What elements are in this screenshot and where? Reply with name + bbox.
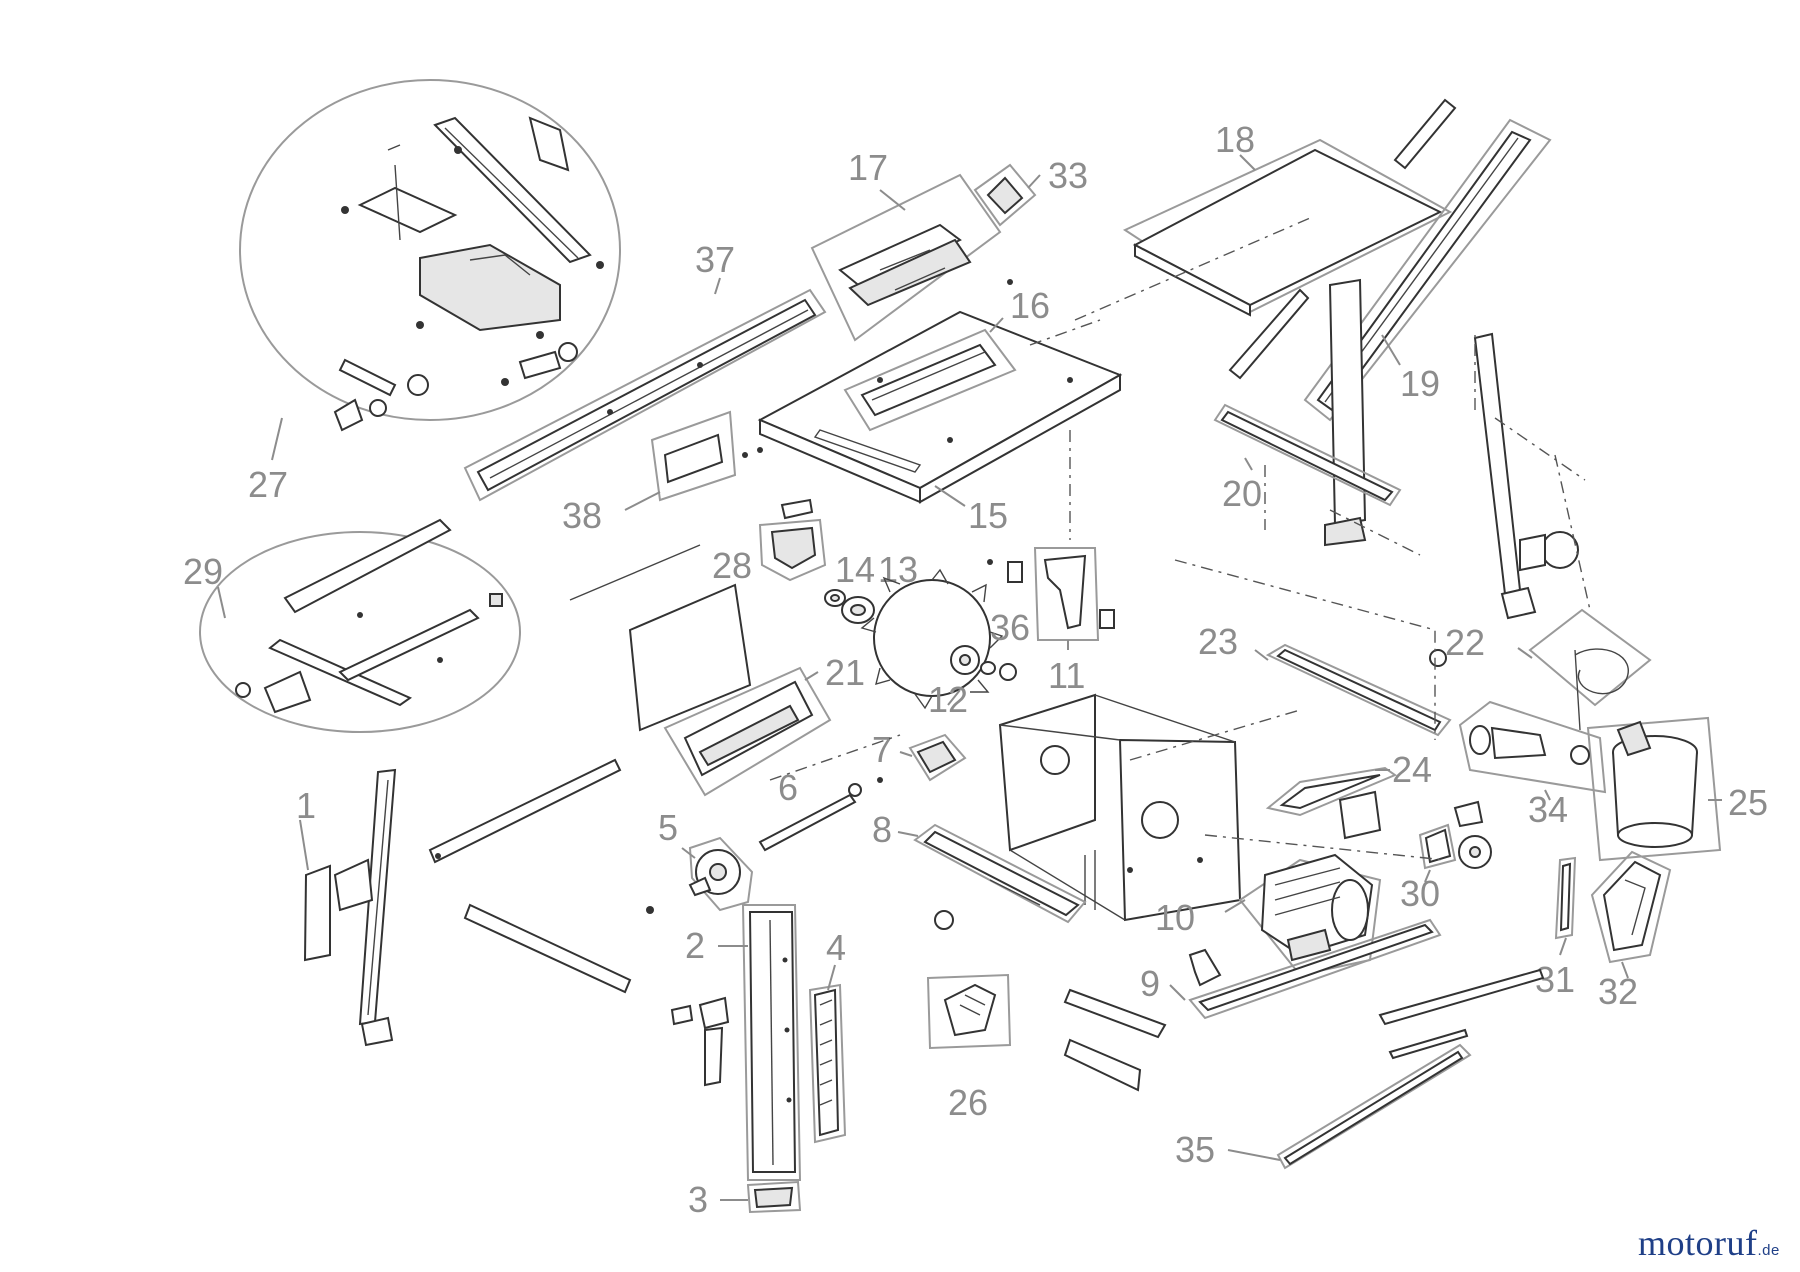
label-27: 27 — [248, 464, 288, 505]
label-5: 5 — [658, 807, 678, 848]
label-22: 22 — [1445, 622, 1485, 663]
part-22-clamp — [1528, 608, 1652, 731]
label-20: 20 — [1222, 473, 1262, 514]
leg-clamp — [670, 996, 730, 1087]
part-15-table-top — [757, 310, 1123, 504]
watermark-suffix: .de — [1757, 1242, 1780, 1259]
label-31: 31 — [1535, 959, 1575, 1000]
part-24-belt — [1265, 766, 1398, 817]
label-9: 9 — [1140, 963, 1160, 1004]
label-16: 16 — [1010, 285, 1050, 326]
part-20-rail — [1213, 403, 1402, 507]
label-34: 34 — [1528, 789, 1568, 830]
part-8-front-rail — [913, 823, 1087, 930]
part-23-mount-rail — [1265, 643, 1452, 737]
right-rear-leg — [1473, 332, 1579, 620]
part-33-knob — [973, 163, 1037, 227]
motor-handle — [1188, 948, 1222, 987]
part-29-extension-detail — [199, 518, 521, 733]
lower-stretcher-b — [1378, 968, 1545, 1060]
part-27-fence-detail — [239, 79, 621, 432]
part-17-blade-guard — [810, 173, 1013, 342]
part-12-saw-blade — [860, 568, 1017, 710]
label-21: 21 — [825, 652, 865, 693]
motor-pulley — [1338, 790, 1484, 840]
label-8: 8 — [872, 809, 892, 850]
part-13-nut — [841, 596, 875, 624]
label-36: 36 — [990, 607, 1030, 648]
part-36-washer — [980, 661, 996, 675]
part-30-motor-plate — [1418, 823, 1492, 870]
side-brace-upper — [428, 758, 622, 864]
label-18: 18 — [1215, 119, 1255, 160]
part-4-scale — [808, 983, 847, 1144]
support-rail-upper — [1228, 98, 1457, 380]
side-panel — [569, 544, 752, 732]
lower-stretcher-a — [1063, 988, 1167, 1092]
label-7: 7 — [872, 729, 892, 770]
assembly-guide-lines — [769, 217, 1591, 861]
label-35: 35 — [1175, 1129, 1215, 1170]
part-38-bracket — [650, 410, 763, 502]
part-14-flange — [824, 589, 846, 607]
part-37-rail — [463, 288, 827, 502]
label-3: 3 — [688, 1179, 708, 1220]
side-brace-lower — [463, 903, 632, 994]
part-3-foot-cap — [746, 1180, 802, 1214]
label-2: 2 — [685, 925, 705, 966]
label-12: 12 — [928, 679, 968, 720]
part-35-lower-rail — [1276, 1043, 1472, 1170]
label-1: 1 — [296, 785, 316, 826]
label-19: 19 — [1400, 363, 1440, 404]
label-25: 25 — [1728, 782, 1768, 823]
label-6: 6 — [778, 767, 798, 808]
label-38: 38 — [562, 495, 602, 536]
label-14: 14 — [835, 549, 875, 590]
part-7-adjuster — [908, 733, 967, 782]
label-10: 10 — [1155, 897, 1195, 938]
part-26-handle — [926, 973, 1012, 1050]
label-15: 15 — [968, 495, 1008, 536]
label-28: 28 — [712, 545, 752, 586]
label-30: 30 — [1400, 873, 1440, 914]
part-28-switch — [758, 498, 827, 582]
label-33: 33 — [1048, 155, 1088, 196]
part-21-chute — [663, 666, 832, 797]
part-1-leg — [303, 768, 397, 1047]
label-11: 11 — [1048, 655, 1085, 696]
label-24: 24 — [1392, 749, 1432, 790]
label-17: 17 — [848, 147, 888, 188]
part-10-motor — [1238, 853, 1382, 977]
label-37: 37 — [695, 239, 735, 280]
motoruf-watermark: motoruf.de — [1638, 1222, 1780, 1264]
watermark-text: motoruf — [1638, 1223, 1758, 1263]
support-post — [1324, 278, 1367, 547]
part-5-handwheel — [688, 836, 754, 912]
label-4: 4 — [826, 927, 846, 968]
label-26: 26 — [948, 1082, 988, 1123]
part-31-link — [1554, 856, 1577, 940]
part-25-dust-bag — [1586, 716, 1722, 862]
part-9-lower-rail — [1188, 918, 1442, 1020]
label-32: 32 — [1598, 971, 1638, 1012]
part-2-leg-column — [741, 904, 802, 1181]
part-34-hose — [1458, 700, 1607, 794]
label-29: 29 — [183, 551, 223, 592]
part-32-cover — [1590, 850, 1672, 964]
part-6-spindle — [758, 777, 883, 852]
label-23: 23 — [1198, 621, 1238, 662]
part-11-riving-knife — [987, 547, 1115, 641]
part-16-insert — [843, 328, 1017, 432]
cabinet-housing — [998, 693, 1242, 922]
